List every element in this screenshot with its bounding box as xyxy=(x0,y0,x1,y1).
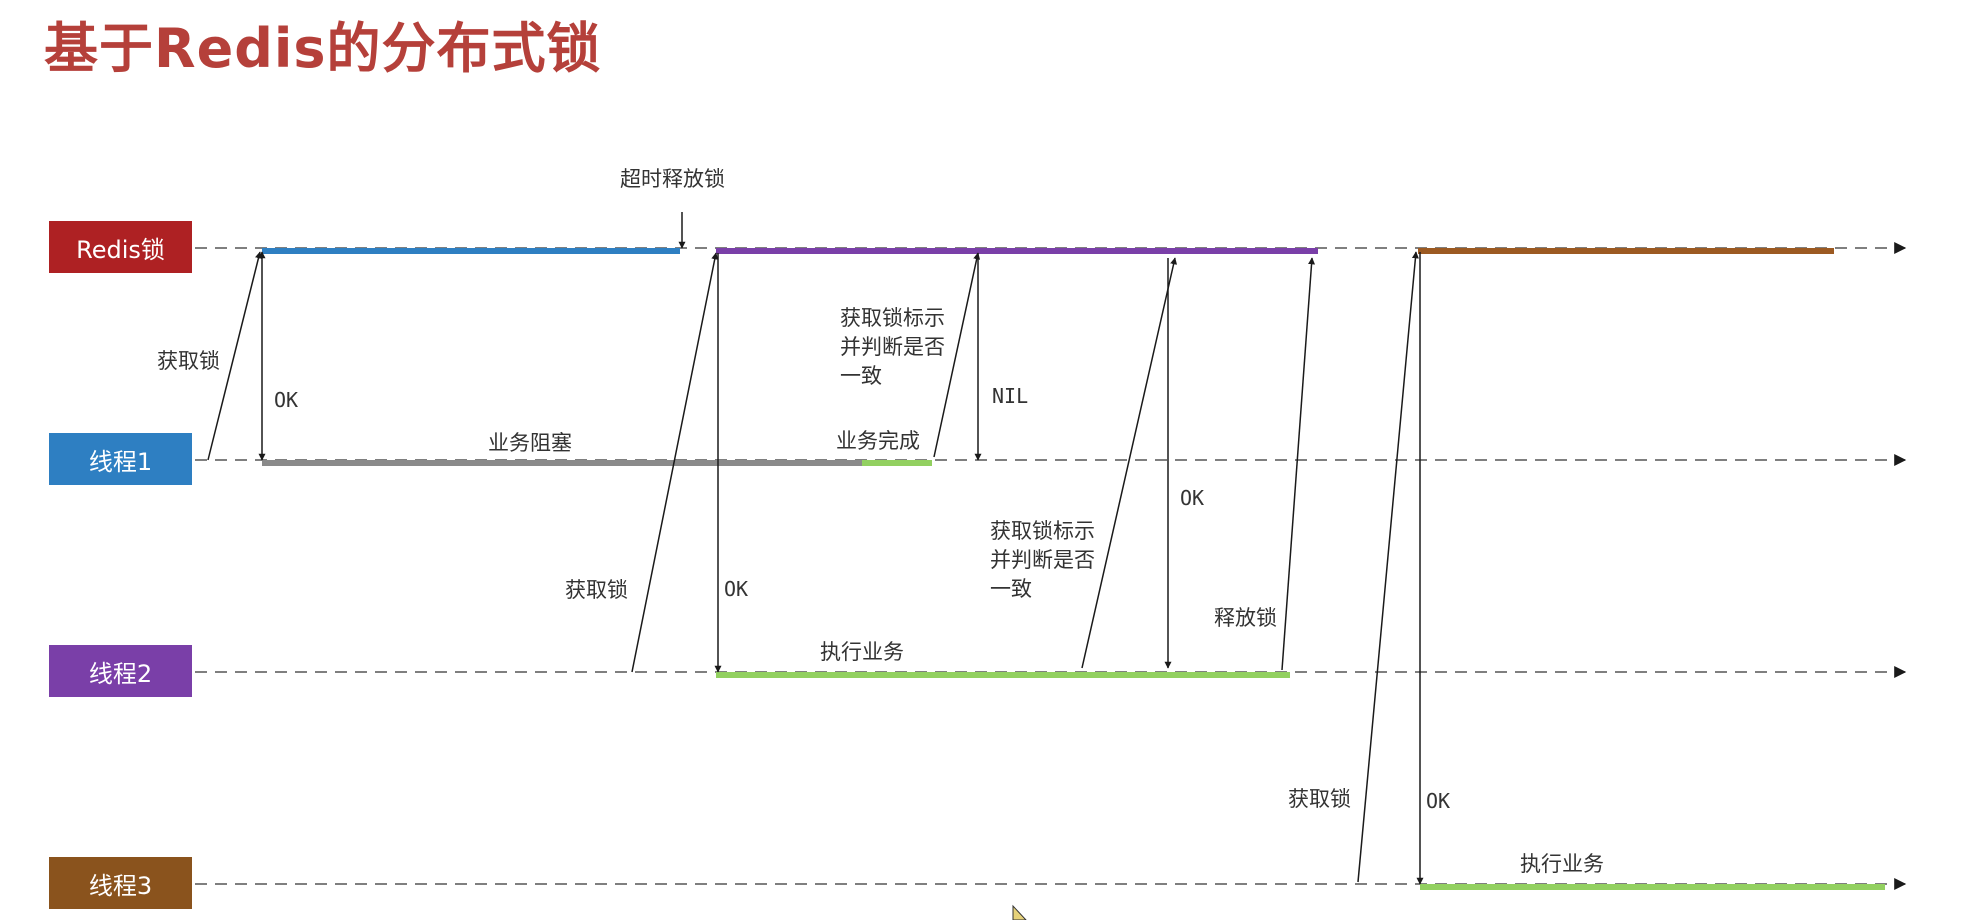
label-thread1-check-line2: 并判断是否 xyxy=(840,335,945,359)
label-thread2-acquire: 获取锁 xyxy=(565,578,628,602)
arrow-thread1-acquire xyxy=(207,251,262,461)
page-title: 基于Redis的分布式锁 xyxy=(44,17,602,80)
label-thread2-exec: 执行业务 xyxy=(820,640,904,664)
lane-label-redis: Redis锁 xyxy=(49,221,192,273)
label-thread2-ok: OK xyxy=(724,577,748,601)
mouse-cursor-icon xyxy=(1012,904,1027,920)
label-thread2-check-ok: OK xyxy=(1180,486,1204,510)
arrow-thread3-acquire xyxy=(1357,251,1419,883)
arrow-thread2-release xyxy=(1281,257,1316,671)
label-thread2-check-line2: 并判断是否 xyxy=(990,548,1095,572)
arrow-thread1-check xyxy=(933,252,981,458)
label-thread3-acquire: 获取锁 xyxy=(1288,787,1351,811)
label-thread1-nil: NIL xyxy=(992,384,1028,408)
label-thread1-ok: OK xyxy=(274,388,298,412)
lane-label-thread1: 线程1 xyxy=(49,433,192,485)
lane-label-thread2: 线程2 xyxy=(49,645,192,697)
label-thread3-exec: 执行业务 xyxy=(1520,852,1604,876)
label-thread3-ok: OK xyxy=(1426,789,1450,813)
label-thread1-check-line3: 一致 xyxy=(840,364,882,388)
label-thread1-check-line1: 获取锁标示 xyxy=(840,306,945,330)
label-thread1-done: 业务完成 xyxy=(836,429,920,453)
label-thread1-blocked: 业务阻塞 xyxy=(488,431,572,455)
label-thread2-check-line1: 获取锁标示 xyxy=(990,519,1095,543)
lane-label-thread3: 线程3 xyxy=(49,857,192,909)
label-timeout-release: 超时释放锁 xyxy=(620,167,725,191)
arrow-thread2-acquire xyxy=(631,252,719,673)
label-thread1-acquire: 获取锁 xyxy=(157,349,220,373)
label-thread2-check-line3: 一致 xyxy=(990,577,1032,601)
label-thread2-release: 释放锁 xyxy=(1214,606,1277,630)
arrow-thread2-check xyxy=(1081,257,1178,669)
